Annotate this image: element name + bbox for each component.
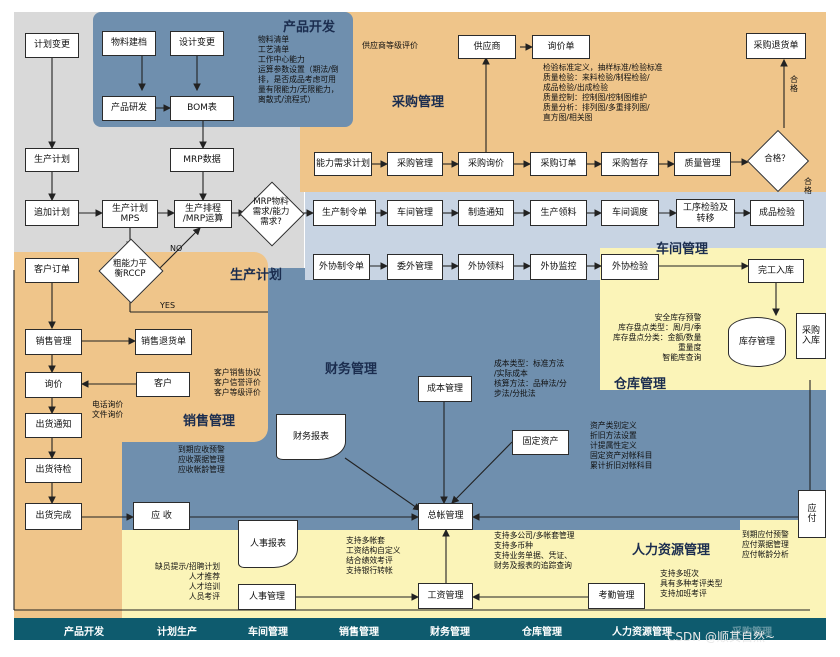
prod-pick-box[interactable]: 生产领料 xyxy=(530,200,587,226)
yes-label: YES xyxy=(160,301,176,310)
qualified-diamond-label: 合格？ xyxy=(764,154,790,165)
finish-stock-box[interactable]: 完工入库 xyxy=(748,259,804,283)
sales-mgmt-box[interactable]: 销售管理 xyxy=(25,329,82,355)
no-label: NO xyxy=(170,244,183,253)
production-plan-box[interactable]: 生产计划 xyxy=(25,148,79,172)
bom-notes: 物料清单 工艺清单 工作中心能力 运算参数设置（期法/倒 排，是否成品考虑可用 … xyxy=(258,35,339,104)
purchase-return-box[interactable]: 采购退货单 xyxy=(746,33,806,59)
payroll-notes: 支持多帐套 工资结构自定义 结合绩效考评 支持银行转帐 xyxy=(346,536,401,575)
bar-item-sales[interactable]: 销售管理 xyxy=(339,627,379,638)
supplier-box[interactable]: 供应商 xyxy=(458,35,516,59)
mrp-data-box[interactable]: MRP数据 xyxy=(170,148,234,172)
purchase-stage-box[interactable]: 采购暂存 xyxy=(601,152,659,176)
qualified-label-1: 合 格 xyxy=(790,75,798,93)
capacity-plan-box[interactable]: 能力需求计划 xyxy=(314,152,372,176)
outsource-mgmt-box[interactable]: 委外管理 xyxy=(387,254,443,280)
mrp-check-diamond-label: MRP物料 需求/能力 需求? xyxy=(252,197,290,227)
bar-item-finance[interactable]: 财务管理 xyxy=(430,627,470,638)
bar-item-workshop[interactable]: 车间管理 xyxy=(248,627,288,638)
bar-item-purchasing[interactable]: 采购管理 xyxy=(732,627,772,638)
bar-item-warehouse[interactable]: 仓库管理 xyxy=(522,627,562,638)
quality-notes: 检验标准定义，抽样标准/检验标准 质量检验：来料检验/制程检验/ 成品检验/出成… xyxy=(543,63,663,122)
region-title-finance: 财务管理 xyxy=(325,362,378,377)
hr-report-box[interactable]: 人事报表 xyxy=(238,520,298,568)
schedule-box[interactable]: 生产排程 /MRP运算 xyxy=(174,200,232,228)
attendance-notes: 支持多班次 具有多种考评类型 支持加班考评 xyxy=(660,569,723,598)
design-change-box[interactable]: 设计变更 xyxy=(170,31,224,56)
outsource-pick-box[interactable]: 外协领料 xyxy=(458,254,514,280)
payroll-box[interactable]: 工资管理 xyxy=(418,583,473,609)
payable-notes: 到期应付预警 应付票据管理 应付帐龄分析 xyxy=(742,530,789,559)
supplier-eval-note: 供应商等级评价 xyxy=(362,41,418,50)
workshop-mgmt-box[interactable]: 车间管理 xyxy=(387,200,443,226)
bottom-module-bar: 产品开发 计划生产 车间管理 销售管理 财务管理 仓库管理 人力资源管理 采购管… xyxy=(14,618,826,640)
quality-mgmt-box[interactable]: 质量管理 xyxy=(674,152,731,176)
ledger-notes: 支持多公司/多帐套管理 支持多币种 支持业务单据、凭证、 财务及报表的追踪查询 xyxy=(494,531,575,570)
outsource-monitor-box[interactable]: 外协监控 xyxy=(530,254,587,280)
region-title-warehouse: 仓库管理 xyxy=(614,377,667,392)
qualified-label-2: 合 格 xyxy=(804,177,812,195)
product-rd-box[interactable]: 产品研发 xyxy=(102,96,156,121)
customer-notes: 客户销售协议 客户信誉评价 客户等级评价 xyxy=(214,368,261,397)
region-title-sales: 销售管理 xyxy=(183,414,236,429)
ship-notice-box[interactable]: 出货通知 xyxy=(25,413,82,438)
watermark: CSDN @顺其自然~ xyxy=(667,630,776,644)
workshop-dispatch-box[interactable]: 车间调度 xyxy=(601,200,659,226)
cost-mgmt-box[interactable]: 成本管理 xyxy=(418,376,472,402)
bar-item-plan-production[interactable]: 计划生产 xyxy=(157,627,197,638)
fixed-assets-box[interactable]: 固定资产 xyxy=(512,430,569,455)
recruit-notes: 缺员提示/招聘计划 人才推荐 人才培训 人员考评 xyxy=(155,562,221,601)
outsource-order-box[interactable]: 外协制令单 xyxy=(313,254,370,280)
payable-box[interactable]: 应 付 xyxy=(798,490,826,538)
region-title-production-plan: 生产计划 xyxy=(230,268,283,283)
receivable-notes: 到期应收预警 应收票据管理 应收帐龄管理 xyxy=(178,445,225,474)
ship-wait-box[interactable]: 出货待检 xyxy=(25,458,82,483)
bar-item-product-dev[interactable]: 产品开发 xyxy=(64,627,104,638)
material-build-box[interactable]: 物料建档 xyxy=(102,31,156,56)
region-title-workshop: 车间管理 xyxy=(656,242,709,257)
ledger-box[interactable]: 总帐管理 xyxy=(418,503,473,530)
purchase-in-box[interactable]: 采购 入库 xyxy=(796,313,826,359)
mfg-notice-box[interactable]: 制造通知 xyxy=(458,200,514,226)
append-plan-box[interactable]: 追加计划 xyxy=(25,200,79,226)
customer-order-box[interactable]: 客户订单 xyxy=(25,258,79,283)
purchase-order-box[interactable]: 采购订单 xyxy=(530,152,587,176)
asset-notes: 资产类别定义 折旧方法设置 计提属性定义 固定资产对帐科目 累计折旧对帐科目 xyxy=(590,421,653,470)
region-title-purchasing: 采购管理 xyxy=(392,95,445,110)
mps-box[interactable]: 生产计划 MPS xyxy=(102,200,158,228)
phone-notes: 电话询价 文件询价 xyxy=(92,400,124,419)
warehouse-notes: 安全库存预警 库存盘点类型：周/月/季 库存盘点分类：金额/数量 重量度 智能库… xyxy=(613,313,702,362)
region-title-hr: 人力资源管理 xyxy=(632,543,711,558)
cost-notes: 成本类型：标准方法 /实际成本 核算方法：品种法/分 步法/分批法 xyxy=(494,359,567,398)
bar-item-hr[interactable]: 人力资源管理 xyxy=(612,627,672,638)
process-inspect-box[interactable]: 工序检验及 转移 xyxy=(676,199,735,228)
ship-done-box[interactable]: 出货完成 xyxy=(25,503,82,530)
finance-report-box[interactable]: 财务报表 xyxy=(276,414,346,460)
receivable-box[interactable]: 应 收 xyxy=(133,502,190,530)
inquiry-doc-box[interactable]: 询价单 xyxy=(532,35,590,59)
quote-box[interactable]: 询价 xyxy=(25,372,82,398)
outsource-inspect-box[interactable]: 外协检验 xyxy=(601,254,659,280)
sales-return-box[interactable]: 销售退货单 xyxy=(135,329,192,355)
customer-box[interactable]: 客户 xyxy=(136,372,190,397)
purchase-mgmt-box[interactable]: 采购管理 xyxy=(387,152,443,176)
region-title-product-dev: 产品开发 xyxy=(283,20,336,35)
purchase-inquiry-box[interactable]: 采购询价 xyxy=(458,152,514,176)
attendance-box[interactable]: 考勤管理 xyxy=(588,583,645,609)
personnel-box[interactable]: 人事管理 xyxy=(238,584,296,610)
bom-box[interactable]: BOM表 xyxy=(170,96,234,121)
product-inspect-box[interactable]: 成品检验 xyxy=(750,200,804,226)
plan-change-box[interactable]: 计划变更 xyxy=(25,33,79,58)
inventory-mgmt-box[interactable]: 库存管理 xyxy=(728,317,786,367)
rccp-diamond-label: 粗能力平 衡RCCP xyxy=(112,259,147,279)
prod-order-box[interactable]: 生产制令单 xyxy=(313,200,376,226)
